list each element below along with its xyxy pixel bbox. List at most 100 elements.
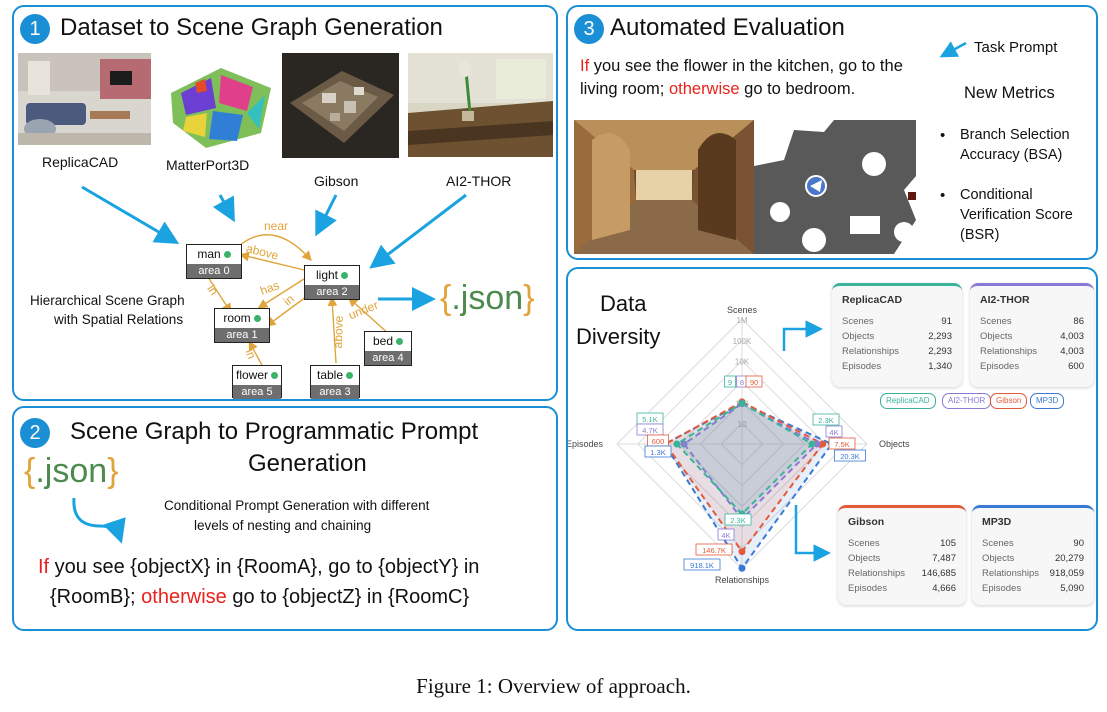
radar-value-tag-box: [745, 375, 763, 388]
panel-title: Automated Evaluation: [610, 14, 845, 41]
node-area: area 2: [305, 285, 359, 299]
radar-axis-label-episodes: Episodes: [568, 439, 603, 449]
panel-title-line2: Generation: [248, 450, 367, 477]
legend-mp3d: MP3D: [1030, 393, 1065, 409]
legend-ai2-thor: AI2-THOR: [942, 393, 992, 409]
radar-scale-label: 10K: [735, 358, 750, 367]
card-title: MP3D: [982, 516, 1012, 528]
radar-point: [813, 440, 821, 448]
relation-arrows: [205, 234, 391, 370]
graph-caption-line2: with Spatial Relations: [54, 312, 184, 327]
panel-automated-evaluation: 3 Automated Evaluation Task Prompt If yo…: [566, 5, 1098, 260]
node-light: light area 2: [304, 265, 360, 300]
radar-value-tag: 1.3K: [650, 448, 665, 457]
radar-chart: 1M100K10K1K10010ScenesObjectsRelationshi…: [568, 305, 910, 585]
step-number-badge: 3: [574, 14, 604, 44]
json-output-label: {.json}: [440, 279, 535, 317]
metric-bsr-line2: Verification Score: [960, 207, 1073, 223]
task-prompt-label: Task Prompt: [974, 39, 1058, 56]
node-name: table: [316, 368, 344, 382]
step-number-badge: 2: [20, 418, 50, 448]
json-input-label: {.json}: [24, 452, 119, 490]
ai2-thor-image: [408, 53, 553, 157]
legend-replicacad: ReplicaCAD: [880, 393, 936, 409]
panel-title: Dataset to Scene Graph Generation: [60, 14, 443, 41]
dataset-label-matterport3d: MatterPort3D: [166, 157, 250, 173]
card-title: AI2-THOR: [980, 294, 1030, 306]
radar-value-tag-box: [834, 449, 866, 462]
node-room: room area 1: [214, 308, 270, 343]
relation-label: near: [264, 219, 289, 233]
radar-value-tag: 9: [728, 378, 732, 387]
status-dot-icon: [271, 372, 278, 380]
status-dot-icon: [341, 272, 348, 280]
radar-scale-label: 1M: [736, 316, 747, 325]
radar-value-tag: 2.3K: [730, 516, 745, 525]
legend-gibson: Gibson: [990, 393, 1028, 409]
radar-value-tag-box: [717, 528, 735, 541]
task-prompt-arrow-icon: [939, 41, 967, 58]
panel-title-line1: Scene Graph to Programmatic Prompt: [70, 418, 479, 445]
radar-point: [738, 564, 746, 572]
radar-value-tag-box: [724, 513, 752, 526]
radar-value-tag: 7.5K: [834, 440, 849, 449]
status-dot-icon: [396, 338, 404, 346]
diversity-title-line2: Diversity: [576, 324, 661, 349]
radar-value-tag-box: [644, 445, 672, 458]
diversity-title-line1: Data: [600, 291, 647, 316]
node-name: flower: [235, 368, 268, 382]
node-area: area 1: [215, 328, 269, 342]
node-name: room: [223, 311, 251, 325]
radar-value-tag: 918.1K: [690, 561, 714, 570]
radar-value-tag: 2.3K: [818, 416, 833, 425]
prompt-desc-line1: Conditional Prompt Generation with diffe…: [164, 498, 430, 513]
radar-axis-label-relationships: Relationships: [715, 575, 770, 585]
metric-bullet: •: [940, 127, 946, 144]
dataset-label-gibson: Gibson: [314, 173, 359, 189]
radar-value-tag-box: [724, 375, 736, 388]
radar-value-tag-box: [683, 558, 721, 571]
radar-point: [819, 440, 827, 448]
example-prompt-line2: living room; otherwise go to bedroom.: [580, 80, 856, 98]
node-man: man area 0: [186, 244, 242, 279]
radar-scale-label: 10: [738, 420, 747, 429]
node-area: area 5: [233, 385, 281, 399]
example-prompt-line1: If you see the flower in the kitchen, go…: [580, 57, 903, 75]
radar-value-tag: 20.3K: [840, 452, 860, 461]
metric-bsr-line3: (BSR): [960, 227, 1000, 243]
radar-point: [680, 440, 688, 448]
metrics-title: New Metrics: [964, 84, 1055, 102]
card-title: ReplicaCAD: [842, 294, 903, 306]
graph-caption-line1: Hierarchical Scene Graph: [30, 293, 185, 308]
node-area: area 3: [311, 385, 359, 399]
curved-arrow-icon: [72, 497, 126, 544]
radar-axis-label-objects: Objects: [879, 439, 910, 449]
radar-point: [808, 440, 816, 448]
panel-dataset-to-scene-graph: 1 Dataset to Scene Graph Generation: [12, 5, 558, 401]
prompt-template-line2: {RoomB}; otherwise go to {objectZ} in {R…: [50, 586, 470, 608]
radar-axis-label-scenes: Scenes: [727, 305, 758, 315]
panel-prompt-generation: 2 Scene Graph to Programmatic Prompt Gen…: [12, 406, 558, 631]
card-connector-arrows: [782, 320, 831, 562]
dataset-label-replicacad: ReplicaCAD: [42, 154, 119, 170]
node-flower: flower area 5: [232, 365, 282, 399]
radar-value-tag: 146.7K: [702, 546, 726, 555]
radar-value-tag: 4.7K: [642, 426, 657, 435]
radar-value-tag-box: [825, 425, 843, 438]
node-bed: bed area 4: [364, 331, 412, 366]
replicacad-image: [18, 53, 151, 145]
node-area: area 4: [365, 351, 411, 365]
status-dot-icon: [223, 251, 231, 259]
radar-value-tag: 600: [652, 437, 665, 446]
radar-value-tag: 5.1K: [642, 415, 657, 424]
matterport3d-image: [161, 53, 279, 155]
panel-data-diversity: Data Diversity 1M100K10K1K10010ScenesObj…: [566, 267, 1098, 631]
metric-bullet: •: [940, 187, 946, 204]
hallway-view-image: [574, 120, 754, 254]
gibson-image: [282, 53, 399, 158]
node-name: light: [315, 268, 338, 282]
dataset-to-graph-arrows: [81, 185, 467, 311]
